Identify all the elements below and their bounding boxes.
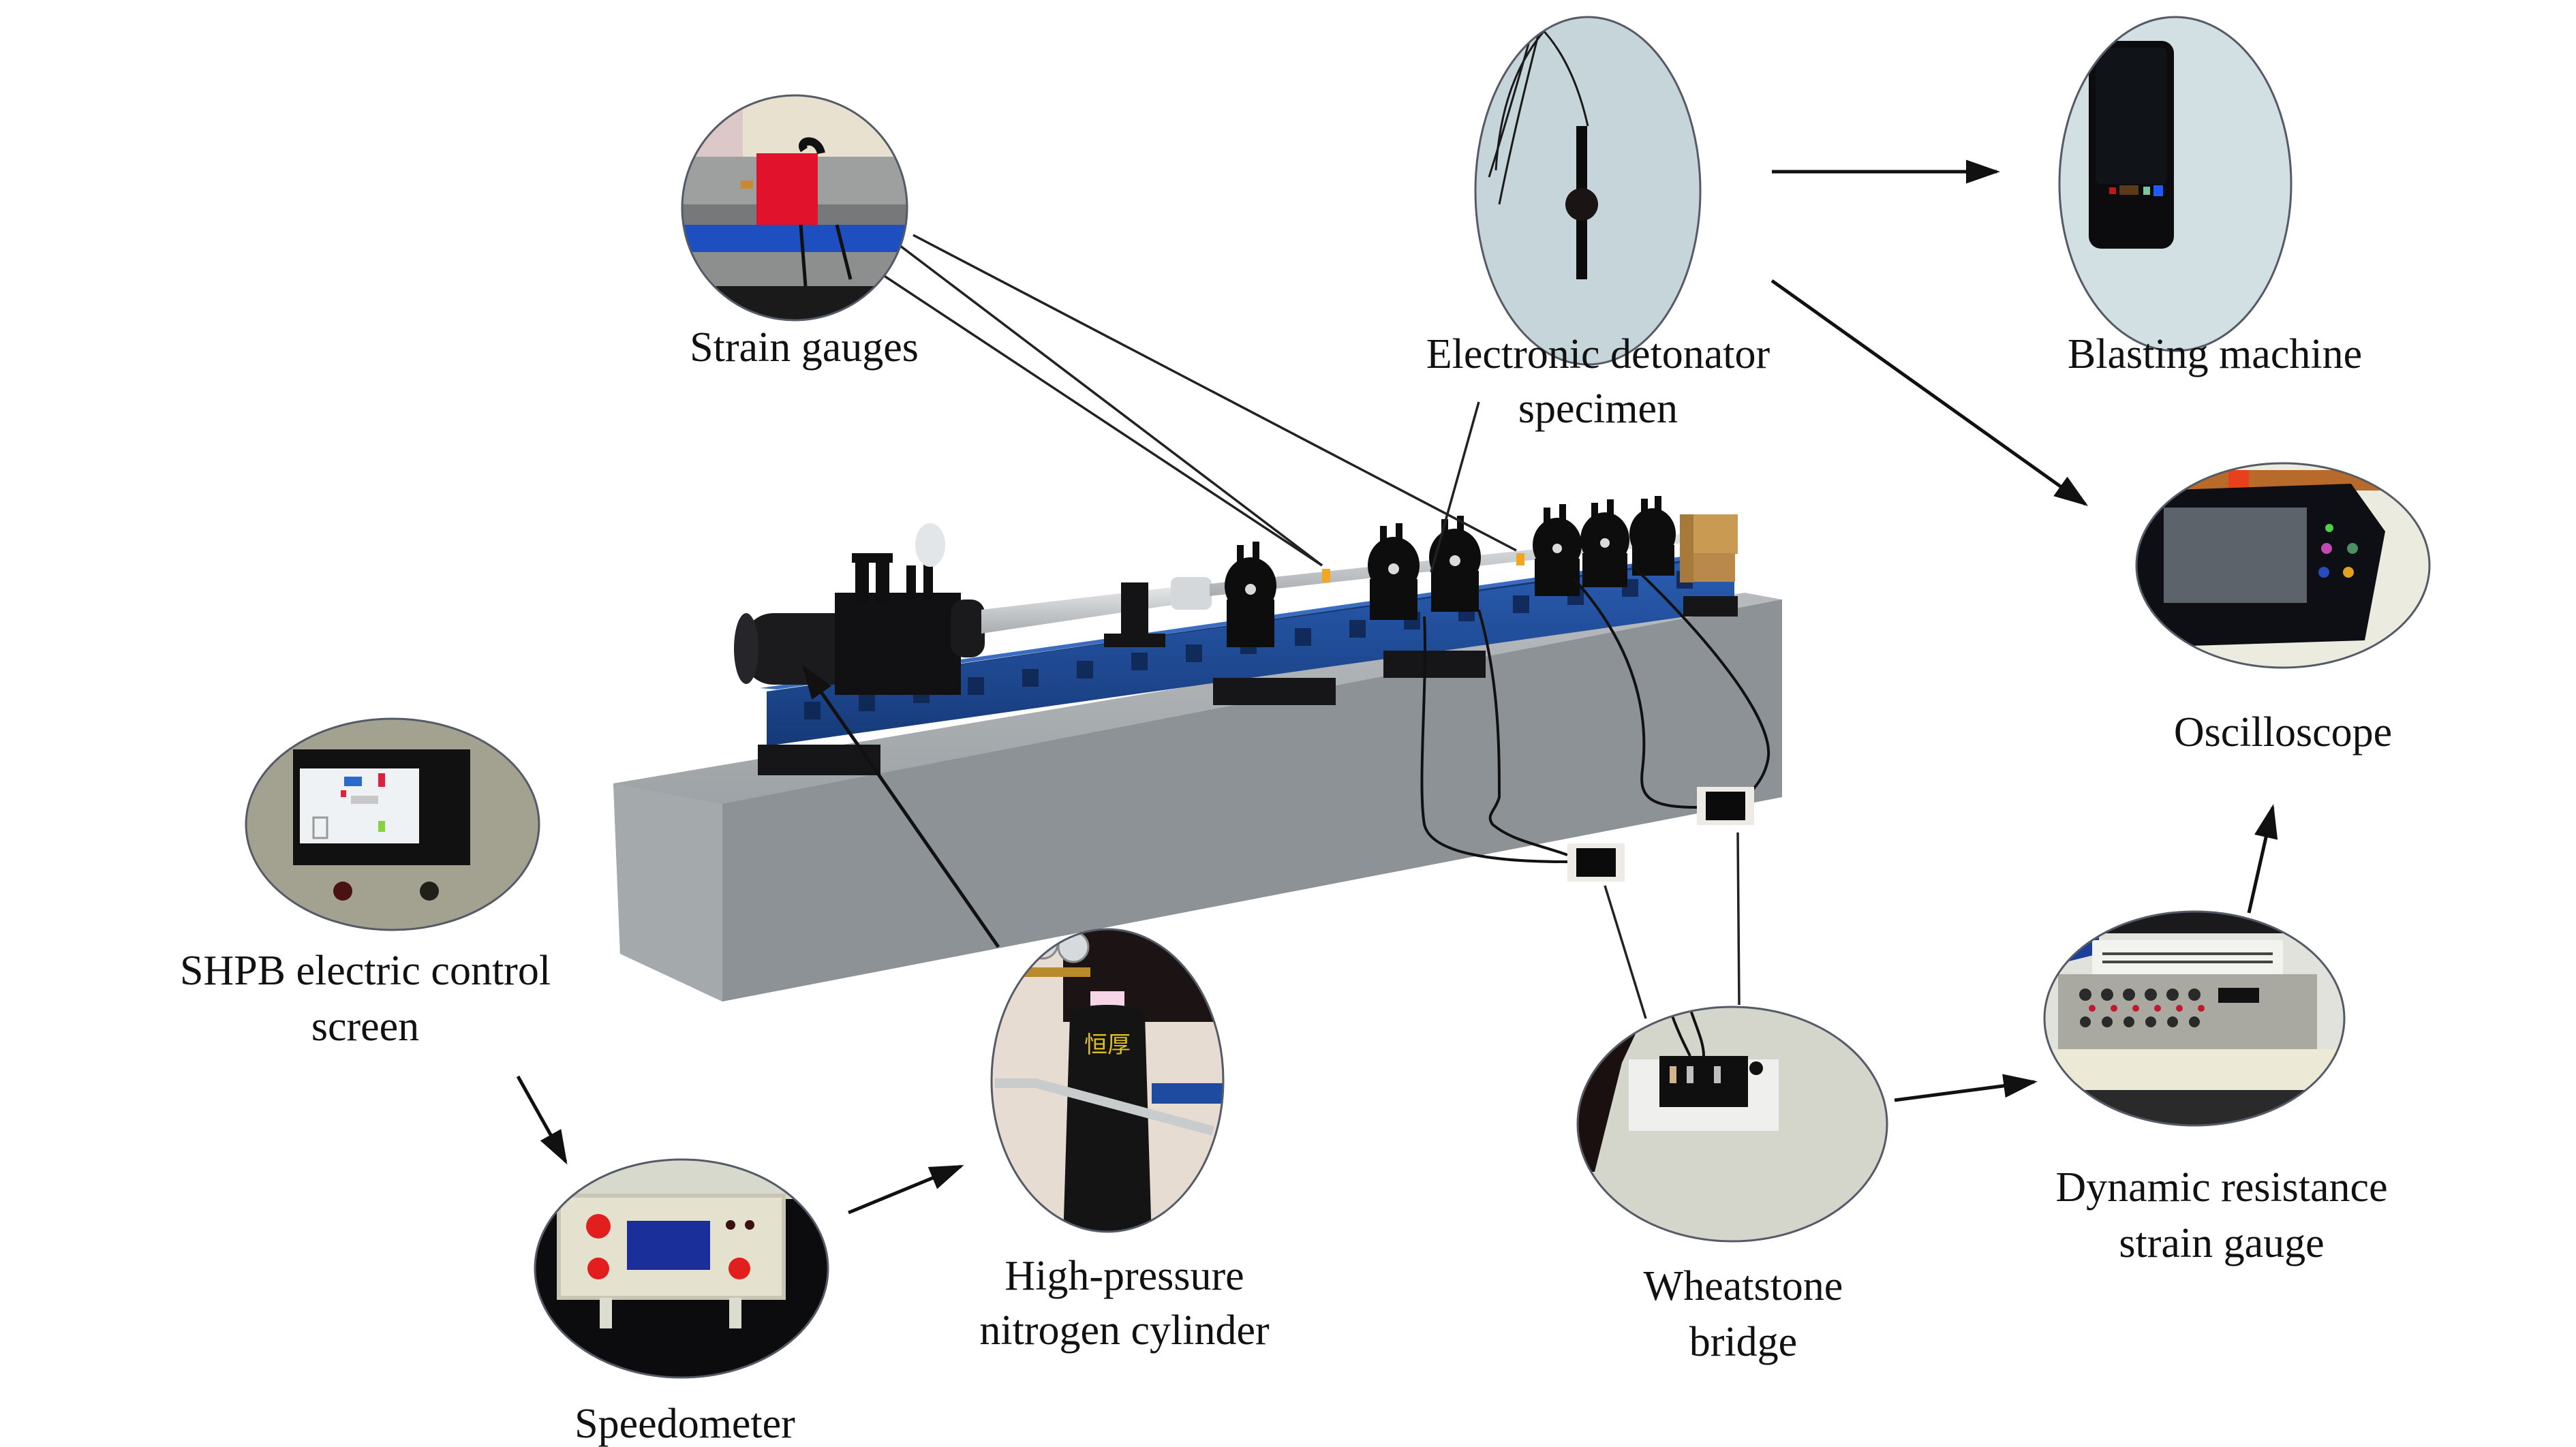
shpb-apparatus xyxy=(613,496,1782,1019)
arrow-speedometer-to-nitrogen xyxy=(848,1164,964,1215)
gas-gun-launcher xyxy=(734,523,985,695)
label-dynamic-gauge-line1: Dynamic resistance xyxy=(2055,1164,2387,1211)
speedometer-photo xyxy=(534,1158,829,1379)
energy-absorber xyxy=(1680,514,1738,582)
arrow-control-to-speedometer xyxy=(516,1075,568,1165)
arrow-nitrogen-to-launcher xyxy=(802,664,1000,948)
label-nitrogen-line1: High-pressure xyxy=(1005,1253,1244,1299)
junction-to-bridge-wires xyxy=(1604,832,1741,1019)
bar-supports xyxy=(1225,496,1676,647)
nitrogen-cylinder-photo: 恒厚 xyxy=(990,928,1225,1233)
support-2 xyxy=(1368,523,1420,620)
dynamic-strain-gauge-photo xyxy=(2043,910,2346,1127)
support-5 xyxy=(1580,499,1629,587)
transmission-bar-strain-marker xyxy=(1516,553,1524,565)
arrow-bridge-to-dynamic-gauge xyxy=(1894,1074,2038,1102)
label-control-screen-line1: SHPB electric control xyxy=(180,948,551,994)
arrow-detonator-to-oscilloscope xyxy=(1770,279,2089,506)
rail-feet xyxy=(758,596,1738,775)
strain-gauge-leader-3 xyxy=(878,271,1323,567)
control-screen-photo xyxy=(245,717,540,931)
label-speedometer: Speedometer xyxy=(574,1401,795,1447)
labels: Strain gauges Electronic detonator speci… xyxy=(180,324,2392,1447)
label-strain-gauges: Strain gauges xyxy=(690,324,919,371)
label-detonator-line2: specimen xyxy=(1518,386,1678,432)
red-tape xyxy=(756,153,818,225)
incident-bar-strain-marker xyxy=(1322,569,1330,582)
label-blasting-machine: Blasting machine xyxy=(2068,331,2362,377)
connectors xyxy=(516,159,2278,1215)
strain-gauge-leader-1 xyxy=(885,234,1323,567)
label-nitrogen-line2: nitrogen cylinder xyxy=(979,1307,1270,1354)
cylinder-lettering: 恒厚 xyxy=(1084,1031,1131,1059)
label-dynamic-gauge-line2: strain gauge xyxy=(2119,1220,2324,1266)
detonator-photo xyxy=(1474,16,1702,366)
label-wheatstone-line1: Wheatstone xyxy=(1644,1263,1843,1309)
concrete-base xyxy=(613,593,1782,1001)
detonator-leader xyxy=(1430,401,1480,573)
label-oscilloscope: Oscilloscope xyxy=(2174,709,2392,756)
oscilloscope-photo xyxy=(2135,462,2431,669)
label-control-screen-line2: screen xyxy=(311,1003,419,1050)
wheatstone-bridge-photo xyxy=(1576,1006,1888,1243)
strain-gauges-photo xyxy=(681,94,908,322)
label-detonator-line1: Electronic detonator xyxy=(1426,331,1770,377)
support-6 xyxy=(1629,496,1676,576)
junction-boxes xyxy=(1567,787,1754,882)
signal-wires xyxy=(1420,564,1770,863)
arrow-dynamic-gauge-to-oscilloscope xyxy=(2247,804,2278,914)
label-wheatstone-line2: bridge xyxy=(1689,1319,1797,1365)
strain-gauge-leader-2 xyxy=(913,234,1517,552)
blasting-machine-photo xyxy=(2058,16,2293,352)
